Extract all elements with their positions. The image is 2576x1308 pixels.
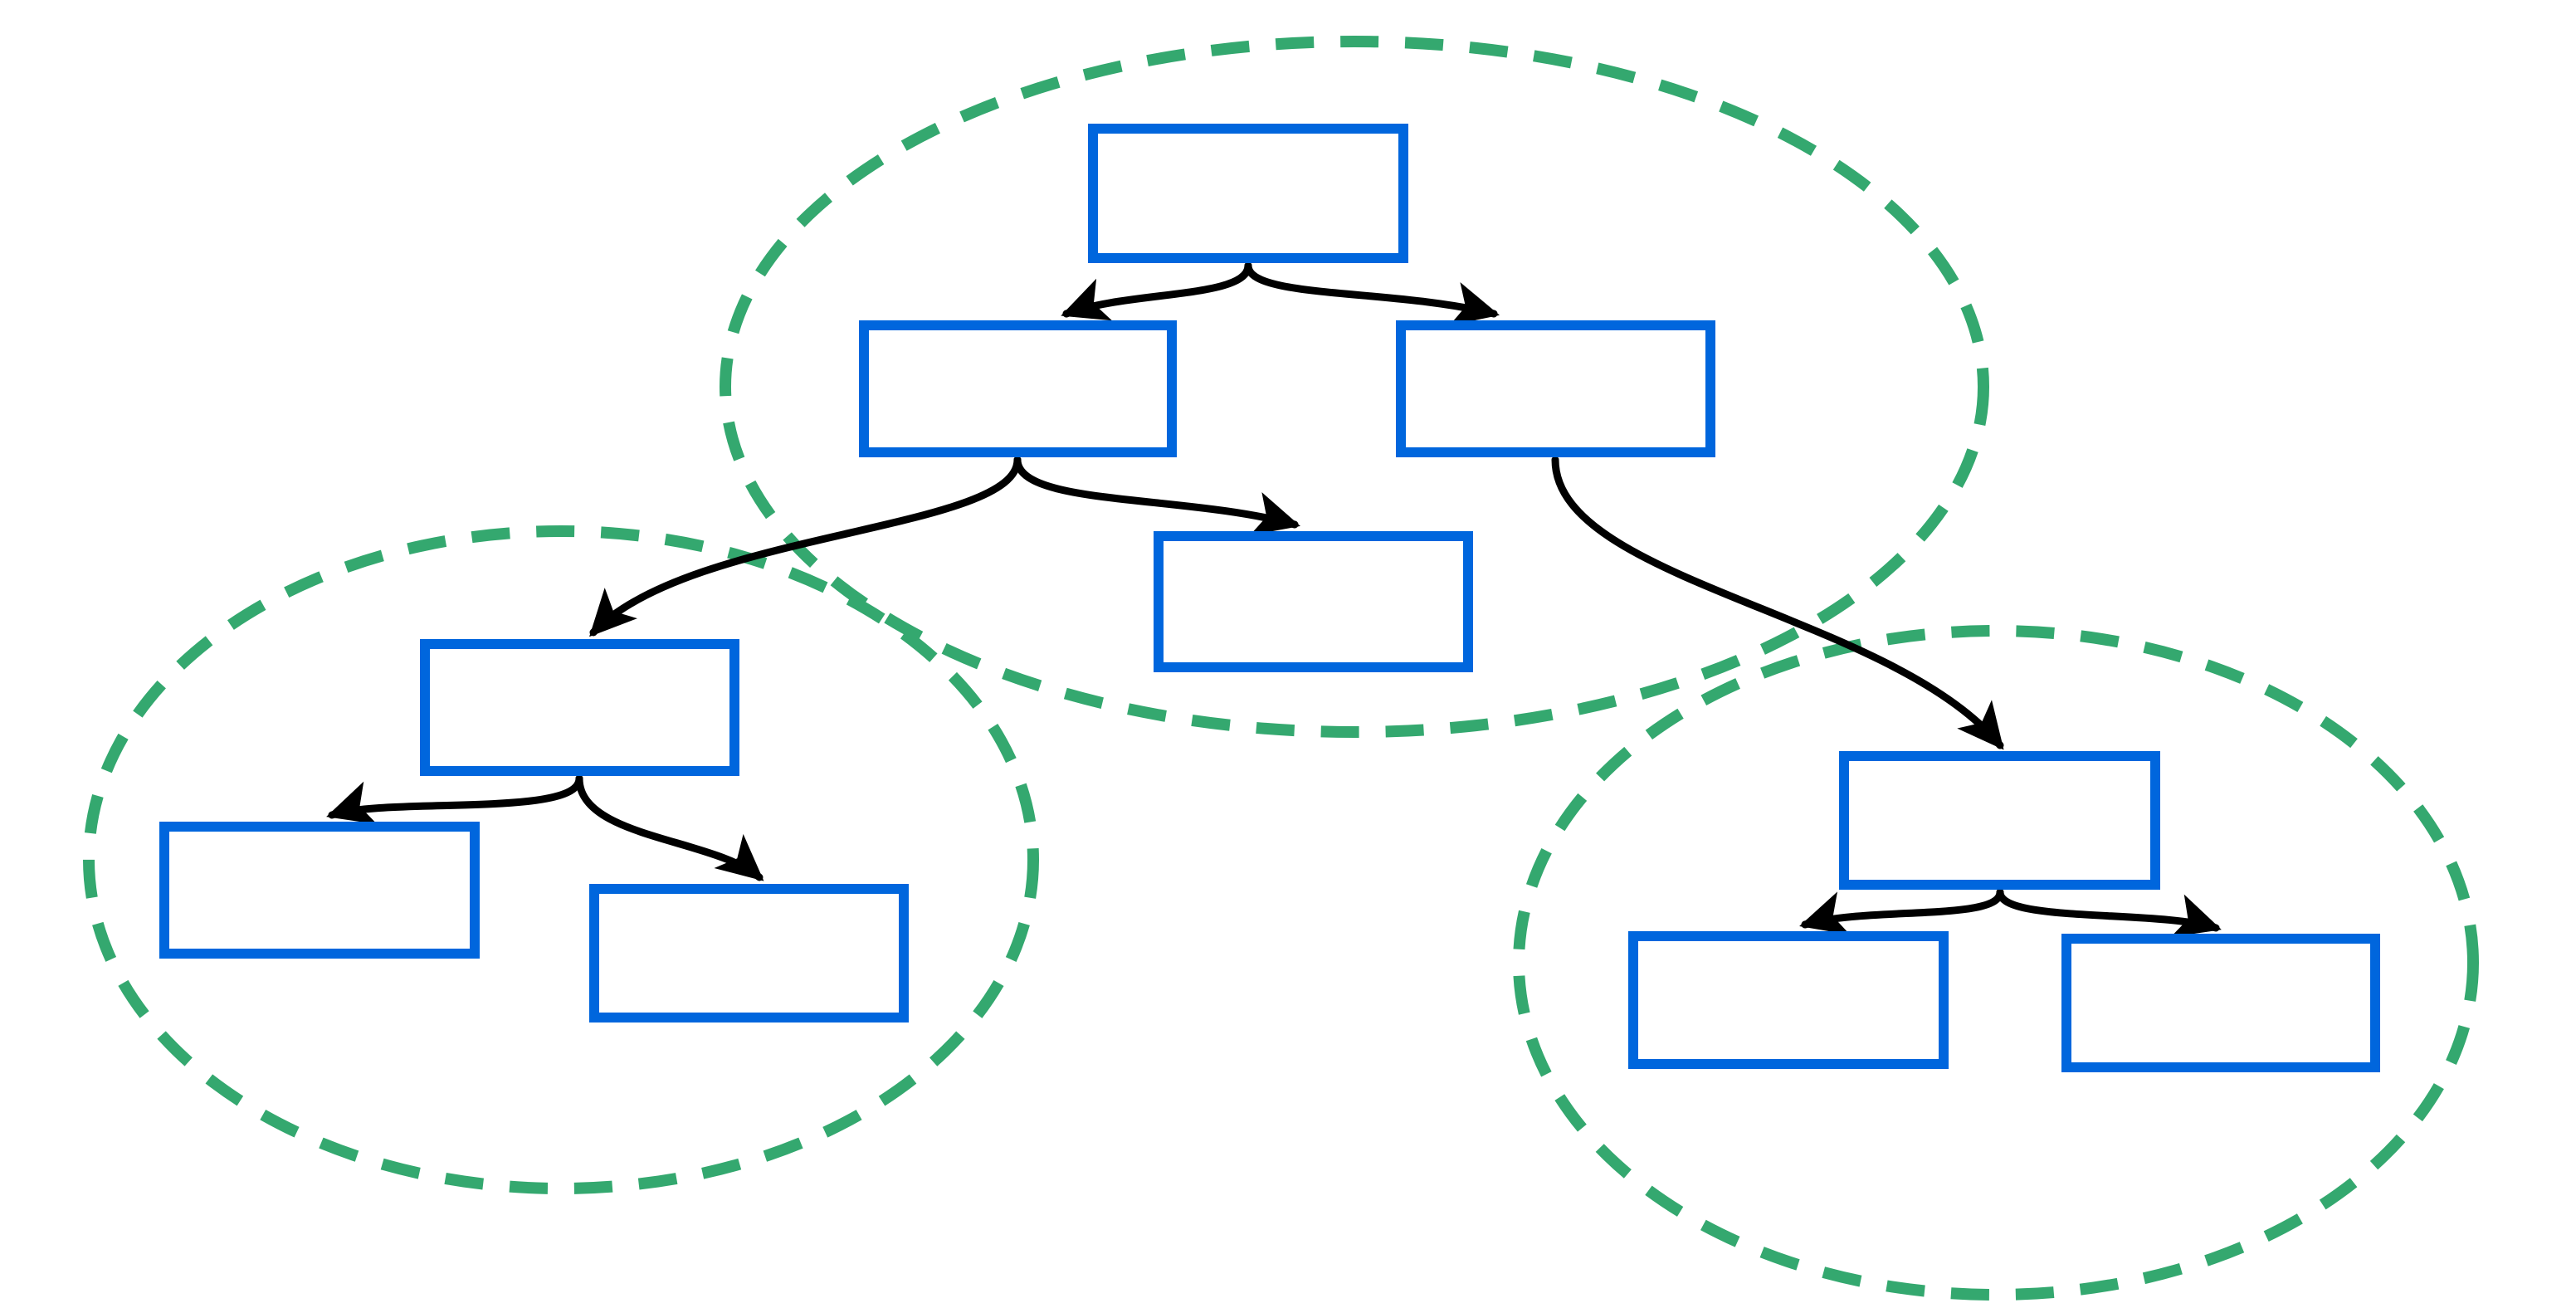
group-ellipse-top [720,36,1989,738]
group-ellipse-left [83,525,1039,1194]
node-root[interactable] [1088,124,1408,263]
edge-left-parent-to-child-a [326,774,583,825]
node-level2-left[interactable] [859,320,1177,457]
edge-left-parent-to-child-b [575,774,764,881]
group-ellipses-layer [83,36,2479,1301]
node-right-group-child-b[interactable] [2061,934,2380,1072]
group-ellipse-right [1513,625,2479,1301]
node-center-leaf[interactable] [1154,531,1473,672]
node-left-group-child-b[interactable] [589,884,909,1022]
edge-root-to-level2-left [1061,261,1252,321]
edge-right-parent-to-child-b [1996,888,2222,938]
node-left-group-child-a[interactable] [159,822,480,959]
nodes-layer [159,124,2380,1072]
edge-right-parent-to-child-a [1799,888,2004,935]
edge-level2left-to-left-group [589,456,1022,637]
node-right-group-parent[interactable] [1839,751,2160,890]
edge-level2right-to-right-group [1551,456,2004,750]
edges-layer [326,261,2222,938]
node-right-group-child-a[interactable] [1628,931,1949,1069]
edge-level2left-to-center-leaf [1013,456,1300,536]
node-left-group-parent[interactable] [420,639,739,776]
edge-root-to-level2-right [1244,261,1500,326]
node-level2-right[interactable] [1396,320,1715,457]
